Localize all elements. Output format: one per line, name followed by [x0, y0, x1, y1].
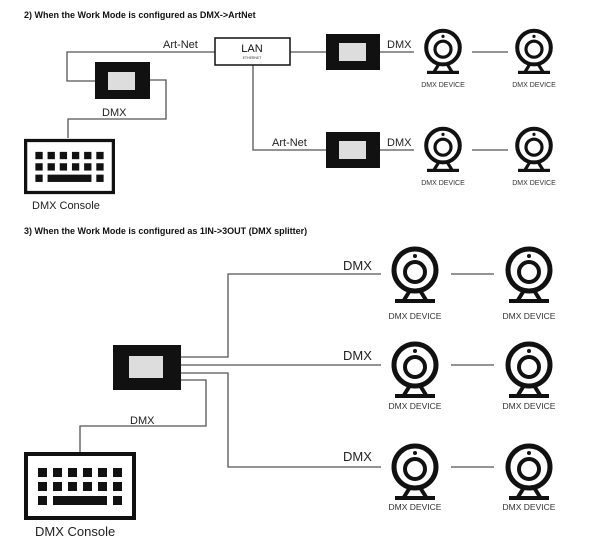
dmx-console-link-label: DMX	[130, 415, 155, 427]
controller-unit	[326, 132, 380, 168]
device-label: DMX DEVICE	[389, 311, 442, 321]
controller-unit	[326, 34, 380, 70]
dmx-console-link-label: DMX	[102, 107, 127, 119]
artnet-label-bottom: Art-Net	[272, 137, 307, 149]
device-label: DMX DEVICE	[503, 311, 556, 321]
section2-wires	[66, 51, 508, 151]
device-label: DMX DEVICE	[503, 401, 556, 411]
ethernet-label: ETHERNET	[243, 56, 263, 60]
artnet-label-top: Art-Net	[163, 39, 198, 51]
dmx-device-icon	[508, 344, 550, 398]
dmx-out-label-3: DMX	[343, 449, 372, 464]
device-label: DMX DEVICE	[389, 401, 442, 411]
dmx-device-icon	[517, 129, 551, 172]
dmx-out-label-2: DMX	[343, 348, 372, 363]
controller-unit	[95, 62, 150, 99]
dmx-device-icon	[394, 446, 436, 500]
section3-wires	[79, 273, 494, 468]
dmx-device-icon	[508, 249, 550, 303]
splitter-unit	[113, 345, 181, 390]
device-label: DMX DEVICE	[512, 180, 556, 187]
device-label: DMX DEVICE	[512, 82, 556, 89]
dmx-device-icon	[426, 129, 460, 172]
lan-switch: LAN ETHERNET	[214, 37, 291, 66]
dmx-device-icon	[517, 31, 551, 74]
dmx-out-label-1: DMX	[343, 258, 372, 273]
dmx-out-label-top: DMX	[387, 39, 412, 51]
console-label: DMX Console	[35, 524, 115, 539]
dmx-console-icon	[24, 138, 115, 195]
dmx-device-icon	[508, 446, 550, 500]
device-label: DMX DEVICE	[503, 502, 556, 512]
device-label: DMX DEVICE	[421, 180, 465, 187]
lan-label: LAN	[241, 43, 262, 55]
dmx-device-icon	[426, 31, 460, 74]
section3-title: 3) When the Work Mode is configured as 1…	[24, 226, 307, 236]
dmx-out-label-bottom: DMX	[387, 137, 412, 149]
dmx-device-icon	[394, 249, 436, 303]
device-label: DMX DEVICE	[389, 502, 442, 512]
dmx-device-icon	[394, 344, 436, 398]
dmx-console-icon	[24, 452, 136, 520]
console-label: DMX Console	[32, 200, 100, 212]
device-label: DMX DEVICE	[421, 82, 465, 89]
section2-title: 2) When the Work Mode is configured as D…	[24, 10, 256, 20]
